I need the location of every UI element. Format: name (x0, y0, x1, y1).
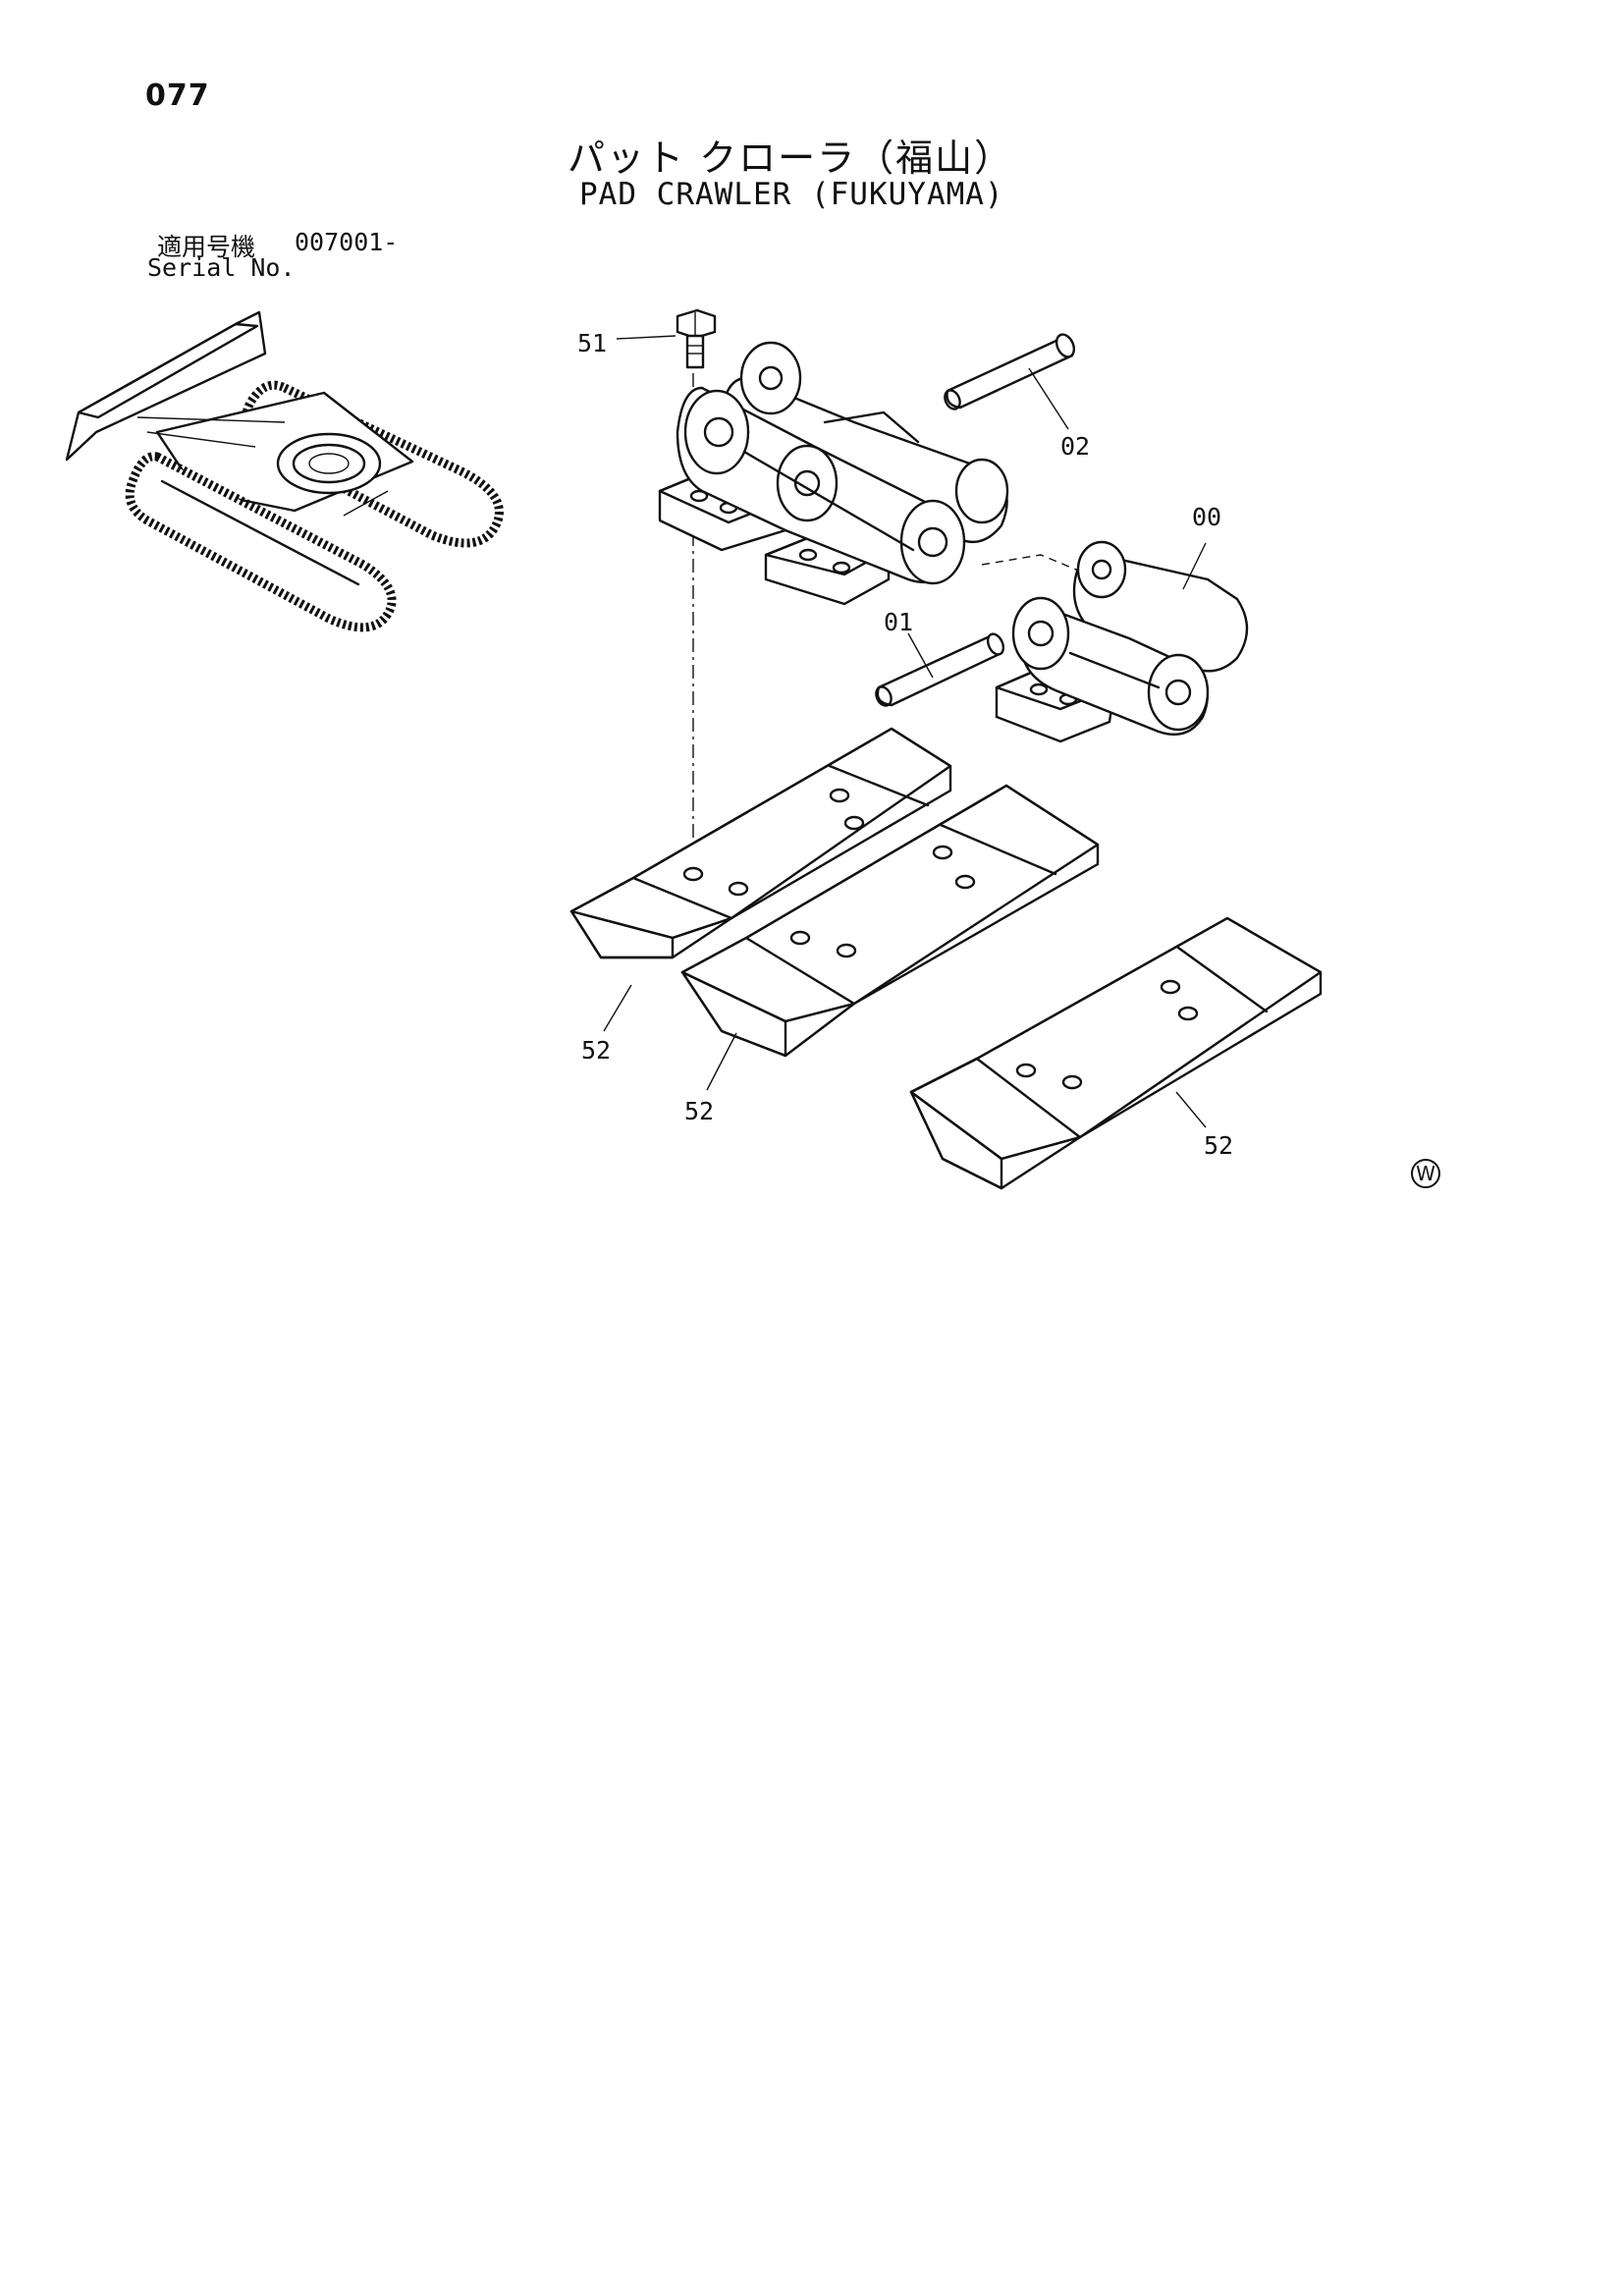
pin-01-end (986, 632, 1005, 656)
pad-left-far-block (828, 764, 930, 807)
leader-52-left (603, 984, 632, 1032)
lower-pin-hole-front-right (1164, 679, 1192, 706)
plate-hole-a (689, 489, 709, 503)
lower-pin-hole-back (1091, 559, 1112, 580)
page-number: 077 (145, 79, 210, 113)
plate-hole-c (798, 548, 818, 562)
pin-01-body (876, 634, 1003, 707)
link-web-edge (742, 450, 915, 552)
bolt-shank (685, 334, 705, 369)
pad-right-body (909, 916, 1323, 1190)
callout-00: 00 (1192, 503, 1221, 531)
pad-left-hole-3 (829, 788, 850, 803)
serial-number-value: 007001- (295, 228, 399, 256)
swing-bearing (276, 432, 382, 495)
pad-right-hole-1 (1015, 1063, 1037, 1078)
bolt-head (676, 308, 717, 340)
callout-02: 02 (1060, 432, 1090, 461)
pad-middle-far-block (939, 823, 1057, 876)
pad-middle-hole-1 (789, 930, 811, 946)
callout-52-right: 52 (1204, 1131, 1233, 1160)
leader-00 (1182, 542, 1207, 590)
bolt-51 (676, 308, 717, 369)
watermark-symbol: W (1411, 1159, 1440, 1188)
leader-52-middle (706, 1032, 737, 1091)
callout-51: 51 (577, 329, 607, 357)
lower-pin-hole-front-left (1027, 620, 1055, 647)
leader-02 (1028, 367, 1069, 430)
blade-arm (136, 416, 286, 423)
serial-label-english: Serial No. (147, 253, 296, 282)
page-title-english: PAD CRAWLER (FUKUYAMA) (579, 177, 1004, 212)
lower-link-web (1068, 651, 1161, 689)
leader-51 (616, 335, 676, 340)
pad-middle-hole-2 (836, 943, 857, 958)
link-assembly-upper (658, 341, 1009, 606)
pad-middle-bevel (680, 970, 787, 1058)
frame-cross-member (343, 490, 389, 517)
callout-01: 01 (884, 608, 913, 636)
track-front-inner-line (160, 479, 360, 586)
pin-01 (875, 632, 1005, 707)
pin-02-end (1055, 333, 1076, 358)
pin-hole-front-right (917, 526, 948, 558)
link-rail (823, 410, 920, 444)
pad-right-bevel (909, 1090, 1003, 1190)
serial-label-japanese: 適用号機 (157, 233, 256, 261)
excavator-thumbnail (65, 310, 504, 632)
pin-01-tip (875, 685, 893, 707)
leader-01 (907, 632, 934, 679)
pin-hole-front-mid (793, 469, 821, 497)
center-joint (308, 453, 350, 474)
watermark-circle (1411, 1159, 1440, 1188)
pad-left-hole-2 (728, 881, 749, 897)
link-boss-back-right (954, 458, 1009, 524)
rubber-pad-right (909, 916, 1323, 1190)
pad-right-hole-4 (1177, 1006, 1199, 1021)
rubber-pad-middle (680, 784, 1100, 1058)
callout-52-middle: 52 (684, 1097, 714, 1125)
pad-left-bevel (569, 909, 675, 959)
pad-right-hole-3 (1160, 979, 1181, 995)
rubber-pad-left (569, 727, 952, 959)
pad-right-hole-2 (1061, 1074, 1083, 1090)
pin-02-body (946, 337, 1074, 410)
page-title-japanese: パット クローラ（福山） (568, 137, 1014, 180)
watermark-letter: W (1416, 1162, 1435, 1185)
pin-02-tip (944, 389, 961, 410)
plate-hole-e (1029, 683, 1049, 696)
pin-hole-back-left (758, 365, 784, 391)
pad-middle-hole-3 (932, 845, 953, 860)
pad-left-hole-4 (843, 815, 865, 831)
pin-02 (944, 333, 1076, 410)
leader-52-right (1175, 1091, 1207, 1128)
blade-arm-lower (146, 431, 256, 448)
link-assembly-lower (995, 540, 1249, 743)
pin-hole-front-left (703, 416, 734, 448)
pad-middle-hole-4 (954, 874, 976, 890)
blade-top-edge (77, 322, 259, 419)
assembly-connection-line (981, 554, 1089, 575)
callout-52-left: 52 (581, 1036, 611, 1065)
swing-bearing-inner (292, 443, 366, 484)
pad-left-hole-1 (682, 866, 704, 882)
pad-right-far-block (1176, 946, 1269, 1013)
plate-hole-d (832, 561, 851, 574)
